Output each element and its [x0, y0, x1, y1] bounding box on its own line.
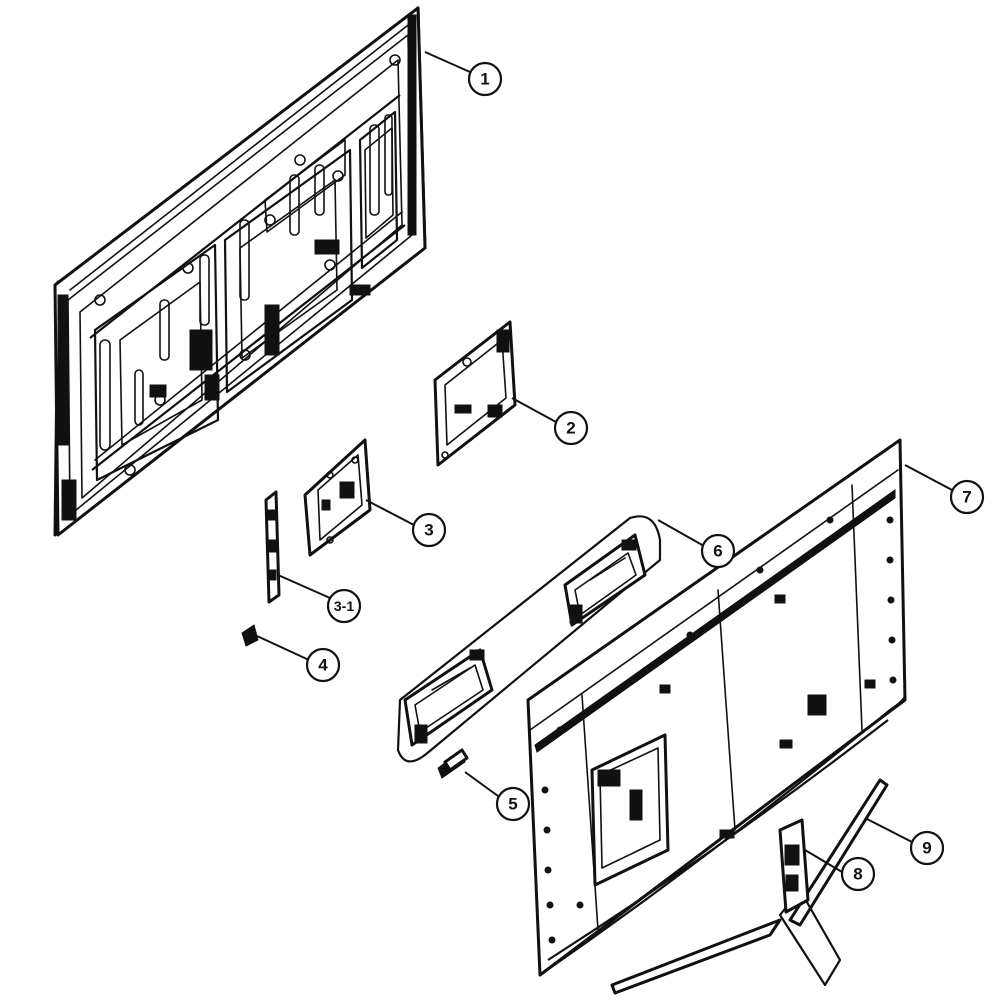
leader-4 [256, 635, 310, 661]
svg-text:2: 2 [566, 419, 575, 438]
part-3-small-board [303, 438, 372, 557]
leader-2 [511, 397, 557, 423]
svg-text:3: 3 [424, 521, 433, 540]
leader-3-1 [277, 574, 331, 599]
part-4-clip [241, 624, 259, 647]
part-5-bracket [437, 748, 469, 779]
svg-text:6: 6 [713, 542, 722, 561]
leader-8 [804, 849, 843, 873]
part-8-stand-neck [778, 818, 810, 914]
callout-3: 3 [411, 512, 447, 548]
callout-5: 5 [495, 786, 531, 822]
leader-7 [904, 464, 953, 491]
callout-9: 9 [909, 830, 945, 866]
part-2-board [433, 320, 517, 467]
callout-7: 7 [949, 479, 985, 515]
callout-8: 8 [840, 856, 876, 892]
svg-text:8: 8 [853, 865, 862, 884]
leader-3 [365, 499, 415, 526]
svg-text:7: 7 [962, 488, 971, 507]
callout-6: 6 [700, 533, 736, 569]
svg-text:4: 4 [318, 656, 328, 675]
leader-9 [864, 817, 913, 843]
part-6-speakers [396, 515, 662, 763]
part-1-rear-frame [53, 6, 427, 537]
svg-text:3-1: 3-1 [334, 598, 354, 614]
callout-1: 1 [467, 61, 503, 97]
svg-text:5: 5 [508, 795, 517, 814]
svg-text:9: 9 [922, 839, 931, 858]
callout-4: 4 [305, 647, 341, 683]
callout-3-1: 3-1 [326, 588, 362, 624]
part-7-rear-cover [526, 438, 907, 977]
leader-5 [464, 771, 499, 797]
leader-1 [424, 51, 471, 73]
leader-6 [657, 519, 705, 547]
callout-2: 2 [553, 410, 589, 446]
svg-text:1: 1 [480, 70, 489, 89]
part-3-1-strip [264, 490, 281, 604]
